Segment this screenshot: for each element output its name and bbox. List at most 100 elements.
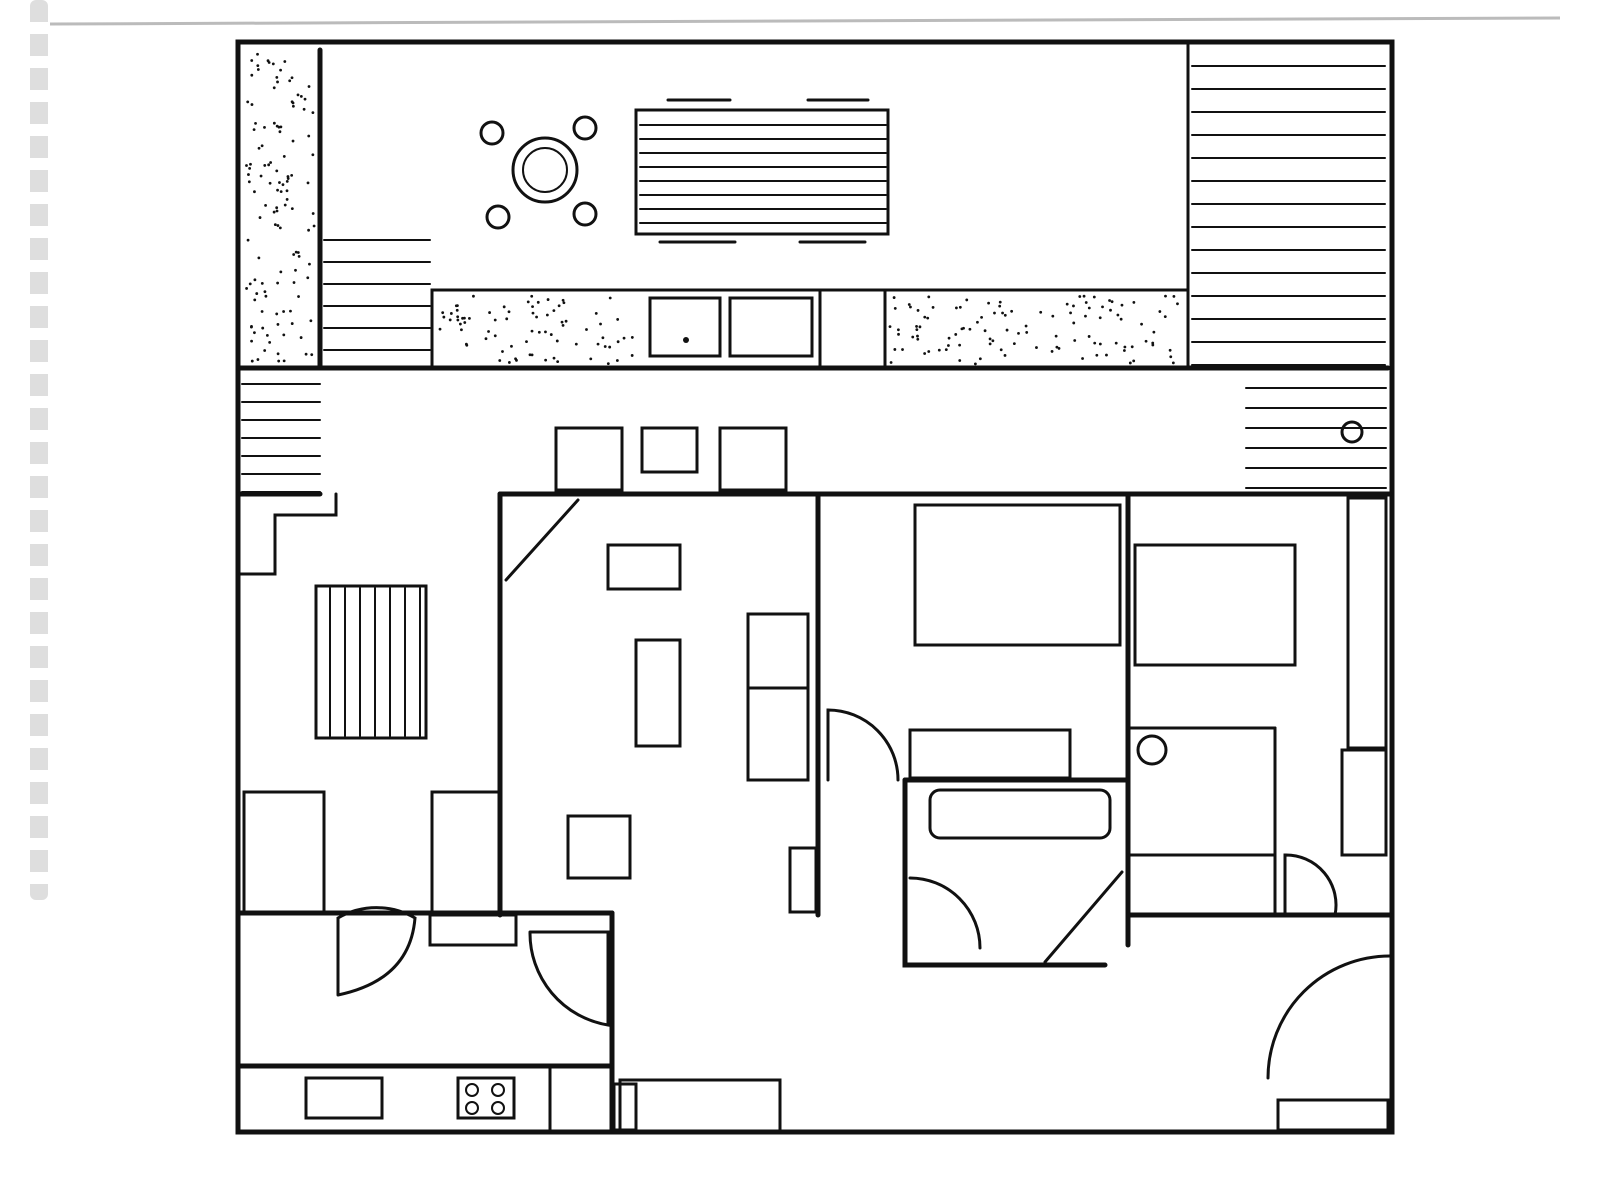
gravel-dot bbox=[1140, 322, 1143, 326]
gravel-dot bbox=[615, 359, 619, 362]
gravel-dot bbox=[276, 281, 279, 285]
gravel-dot bbox=[299, 94, 303, 98]
gravel-dot bbox=[438, 327, 442, 331]
gravel-dot bbox=[464, 342, 468, 346]
gravel-dot bbox=[249, 162, 252, 166]
gravel-dot bbox=[978, 357, 982, 361]
gravel-dot bbox=[304, 352, 308, 356]
gravel-dot bbox=[927, 350, 931, 353]
gravel-dot bbox=[289, 309, 292, 313]
gravel-dot bbox=[276, 352, 280, 356]
gravel-dot bbox=[1069, 311, 1072, 315]
armchair bbox=[554, 426, 624, 492]
gravel-dot bbox=[279, 68, 282, 72]
gravel-dot bbox=[488, 311, 491, 314]
gravel-dot bbox=[276, 224, 280, 227]
gravel-dot bbox=[1108, 299, 1111, 302]
gravel-dot bbox=[976, 320, 979, 324]
furniture bbox=[304, 420, 1388, 1132]
gravel-dot bbox=[1171, 361, 1175, 365]
gravel-dot bbox=[273, 223, 277, 226]
gravel-dot bbox=[1095, 353, 1099, 357]
planter-strip bbox=[430, 288, 1190, 370]
bed bbox=[1133, 543, 1297, 667]
gravel-dot bbox=[268, 340, 272, 344]
gravel-dot bbox=[292, 281, 296, 284]
gravel-dot bbox=[1084, 314, 1087, 318]
gravel-dot bbox=[1054, 334, 1058, 338]
gravel-dot bbox=[564, 319, 568, 323]
gravel-dot bbox=[907, 303, 911, 306]
bathtub bbox=[928, 788, 1112, 840]
tv-unit bbox=[606, 543, 682, 591]
gravel-dot bbox=[530, 353, 534, 357]
gravel-dot bbox=[998, 304, 1002, 308]
gravel-dot bbox=[535, 315, 538, 319]
gravel-dot bbox=[923, 315, 927, 319]
gravel-dot bbox=[958, 359, 962, 362]
armchair bbox=[718, 426, 788, 492]
gravel-dot bbox=[1114, 341, 1118, 345]
gravel-dot bbox=[561, 323, 565, 327]
gravel-dot bbox=[1123, 345, 1127, 349]
gravel-dot bbox=[1087, 306, 1091, 310]
gravel-dot bbox=[1163, 315, 1167, 319]
gravel-dot bbox=[549, 333, 553, 336]
gravel-dot bbox=[263, 125, 266, 129]
gravel-dot bbox=[472, 294, 475, 298]
gravel-dot bbox=[291, 139, 295, 143]
gravel-dot bbox=[247, 173, 250, 176]
gravel-dot bbox=[264, 203, 267, 207]
gravel-dot bbox=[893, 348, 897, 351]
gravel-dot bbox=[290, 207, 294, 211]
gravel-dot bbox=[530, 294, 534, 298]
gravel-dot bbox=[256, 52, 259, 56]
gravel-dot bbox=[1065, 302, 1069, 306]
interior-walls bbox=[237, 491, 1393, 1134]
gravel-dot bbox=[455, 308, 459, 312]
gravel-dot bbox=[257, 256, 261, 260]
gravel-dot bbox=[987, 301, 990, 305]
gravel-dot bbox=[988, 342, 992, 346]
gravel-dot bbox=[309, 319, 313, 323]
gravel-dot bbox=[292, 253, 296, 256]
gravel-dot bbox=[911, 335, 915, 339]
gravel-dot bbox=[263, 290, 267, 294]
terrace bbox=[235, 42, 1391, 493]
gravel-dot bbox=[947, 336, 951, 340]
gravel-dot bbox=[589, 357, 593, 361]
gravel-dot bbox=[246, 238, 250, 242]
gravel-dot bbox=[282, 310, 285, 313]
gravel-dot bbox=[544, 330, 547, 334]
gravel-dot bbox=[896, 328, 900, 332]
gravel-dot bbox=[461, 316, 464, 320]
gravel-dot bbox=[449, 312, 453, 315]
gravel-dot bbox=[552, 309, 556, 313]
gravel-dot bbox=[999, 348, 1003, 352]
gravel-dot bbox=[272, 210, 276, 214]
gravel-dot bbox=[998, 300, 1002, 304]
gravel-dot bbox=[275, 206, 279, 210]
gravel-dot bbox=[555, 339, 559, 343]
gravel-dot bbox=[630, 354, 634, 357]
gravel-dot bbox=[458, 322, 462, 326]
gravel-dot bbox=[601, 336, 605, 340]
gravel-dot bbox=[1132, 359, 1136, 363]
gravel-dot bbox=[248, 282, 252, 286]
gravel-dot bbox=[306, 181, 310, 185]
gravel-dot bbox=[306, 276, 310, 280]
gravel-dot bbox=[275, 312, 279, 316]
gravel-dot bbox=[1151, 343, 1155, 347]
gravel-dot bbox=[250, 339, 253, 343]
terrace-sink-cabinet bbox=[648, 296, 722, 358]
gravel-dot bbox=[958, 305, 962, 309]
door-arcs bbox=[336, 708, 1392, 1080]
gravel-dot bbox=[537, 330, 541, 334]
gravel-dot bbox=[1101, 305, 1104, 309]
gravel-dot bbox=[1128, 361, 1132, 365]
gravel-dot bbox=[947, 344, 950, 347]
gravel-dot bbox=[888, 325, 892, 329]
gravel-dot bbox=[1081, 357, 1084, 360]
gravel-dot bbox=[560, 320, 564, 324]
gravel-dot bbox=[260, 144, 264, 148]
